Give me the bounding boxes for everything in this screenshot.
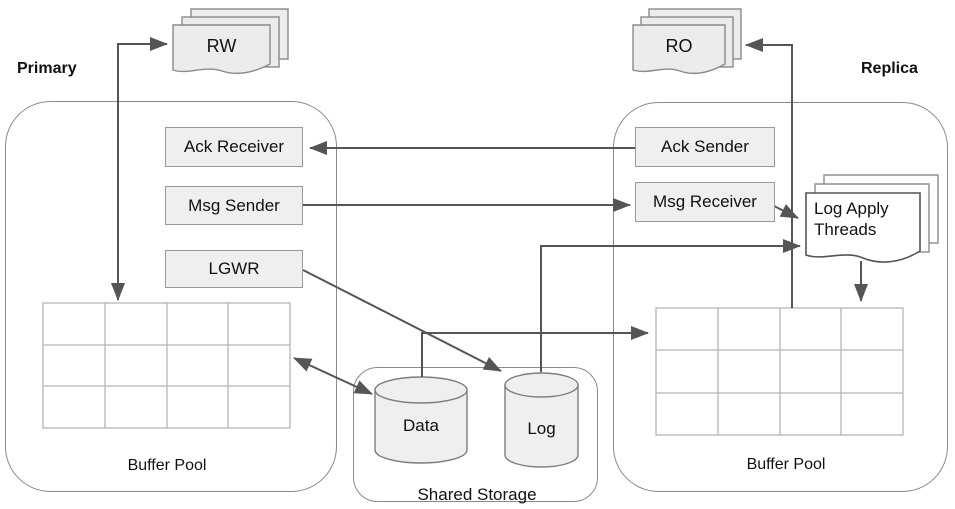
log-cylinder-icon bbox=[504, 372, 579, 468]
arrow-replica-buffer-pool-to-ro bbox=[745, 38, 793, 308]
arrow-msg-receiver-to-log-apply-threads bbox=[773, 204, 799, 219]
msg-receiver-label: Msg Receiver bbox=[653, 192, 757, 211]
arrow-buffer-pool-data-bidirectional bbox=[293, 357, 373, 395]
lgwr-label: LGWR bbox=[208, 259, 260, 278]
ack-sender-box: Ack Sender bbox=[635, 127, 775, 167]
ack-receiver-label: Ack Receiver bbox=[183, 137, 285, 156]
primary-region-label: Primary bbox=[17, 60, 77, 77]
rw-client-label: RW bbox=[206, 36, 237, 56]
ack-receiver-box: Ack Receiver bbox=[165, 127, 303, 167]
arrow-data-to-replica-buffer-pool bbox=[421, 326, 649, 377]
primary-buffer-pool-label: Buffer Pool bbox=[127, 457, 207, 474]
replica-region-label: Replica bbox=[861, 60, 918, 77]
lgwr-box: LGWR bbox=[165, 250, 303, 288]
arrow-buffer-pool-to-rw bbox=[111, 37, 168, 301]
arrows bbox=[111, 37, 868, 395]
arrow-lgwr-to-log bbox=[302, 269, 502, 372]
ro-client-label: RO bbox=[665, 36, 693, 56]
replica-buffer-pool-label: Buffer Pool bbox=[746, 456, 826, 473]
arrow-log-to-log-apply-threads bbox=[540, 239, 801, 372]
ack-sender-label: Ack Sender bbox=[661, 137, 749, 156]
replica-buffer-pool-grid bbox=[655, 307, 904, 436]
rw-document-stack-icon bbox=[172, 8, 289, 75]
log-apply-threads-document-stack-icon bbox=[805, 174, 939, 263]
shared-storage-label: Shared Storage bbox=[417, 485, 537, 504]
ro-document-stack-icon bbox=[632, 8, 742, 75]
msg-sender-box: Msg Sender bbox=[165, 186, 303, 225]
log-apply-threads-label: Log Apply Threads bbox=[814, 199, 889, 239]
primary-buffer-pool-grid bbox=[42, 302, 291, 429]
data-cylinder-icon bbox=[374, 376, 468, 464]
log-cylinder-label: Log bbox=[527, 419, 556, 438]
msg-sender-label: Msg Sender bbox=[188, 195, 280, 215]
msg-receiver-box: Msg Receiver bbox=[635, 182, 775, 222]
data-cylinder-label: Data bbox=[403, 416, 439, 435]
